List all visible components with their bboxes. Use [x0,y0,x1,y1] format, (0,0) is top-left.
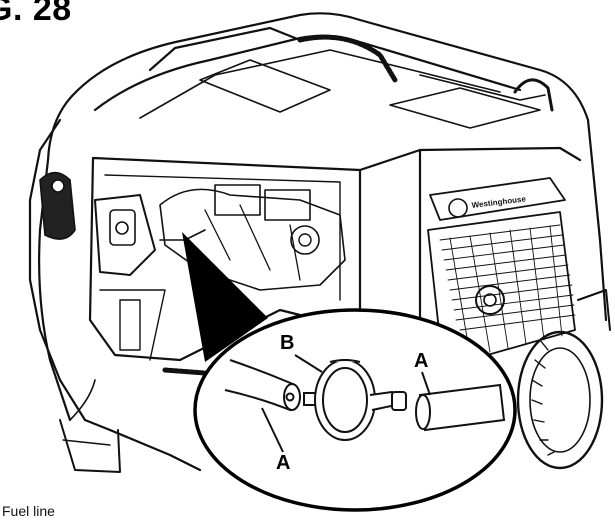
detail-inset [193,308,517,512]
figure-caption: Fuel line [2,503,55,519]
leader-a-right [421,371,431,396]
fuel-filter [303,359,407,441]
fuel-line-segment-left [224,359,301,412]
leader-b [294,354,323,373]
leader-a-left [261,407,284,453]
fuel-line-segment-right [415,383,506,432]
figure-title: G. 28 [0,0,72,28]
callout-label-a-left: A [276,452,291,474]
callout-label-b: B [280,332,295,354]
callout-label-a-right: A [414,350,429,372]
magnifier-pointer [182,232,268,362]
